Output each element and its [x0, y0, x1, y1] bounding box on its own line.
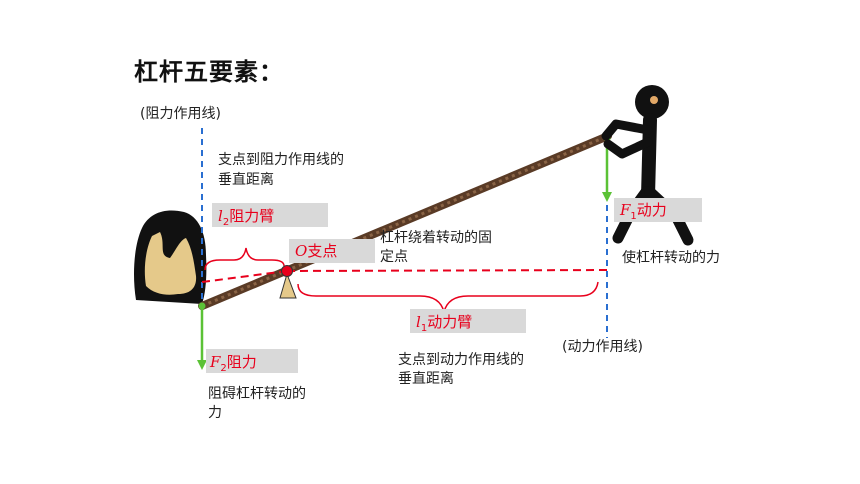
resistance-force-desc-line1: 阻碍杠杆转动的 — [208, 386, 306, 402]
effort-force-label-box — [614, 198, 702, 222]
effort-arm-label-box — [410, 309, 526, 333]
o-text: 支点 — [307, 242, 338, 260]
page-title: 杠杆五要素： — [134, 58, 284, 86]
f2-symbol: F — [210, 353, 221, 371]
f1-symbol: F — [620, 201, 631, 219]
f2-subscript: 2 — [220, 363, 227, 374]
effort-arm-label: l1动力臂 — [416, 312, 472, 339]
l1-symbol: l — [416, 313, 421, 331]
l1-text: 动力臂 — [427, 313, 473, 331]
effort-arm-desc-line1: 支点到动力作用线的 — [398, 352, 524, 368]
l2-text: 阻力臂 — [229, 207, 275, 225]
resistance-arm-label-box — [212, 203, 328, 227]
l2-symbol: l — [218, 207, 223, 225]
effort-force-desc: 使杠杆转动的力 — [622, 250, 720, 266]
resistance-arm-brace — [204, 247, 285, 271]
f1-text: 动力 — [636, 201, 667, 219]
lever-bar — [198, 132, 612, 310]
fulcrum-label: O支点 — [295, 241, 337, 261]
fulcrum-label-box — [289, 239, 375, 263]
effort-arm-desc-line2: 垂直距离 — [398, 371, 454, 387]
rock — [134, 210, 207, 304]
fulcrum-wedge — [279, 272, 297, 299]
resistance-force-desc-line2: 力 — [208, 405, 222, 421]
l1-subscript: 1 — [420, 323, 428, 334]
resistance-force-label: F2阻力 — [210, 352, 257, 379]
effort-line-caption: (动力作用线) — [562, 339, 643, 355]
resistance-arm-desc-line1: 支点到阻力作用线的 — [218, 152, 344, 168]
resistance-arm-label: l2阻力臂 — [218, 206, 274, 233]
fulcrum-desc-line2: 定点 — [380, 249, 408, 265]
l2-subscript: 2 — [222, 217, 230, 228]
effort-force-label: F1动力 — [620, 200, 667, 227]
f1-subscript: 1 — [630, 211, 637, 222]
fulcrum-desc-line1: 杠杆绕着转动的固 — [380, 230, 492, 246]
resistance-line-caption: (阻力作用线) — [140, 106, 221, 122]
f2-text: 阻力 — [226, 353, 257, 371]
effort-arm-brace — [297, 281, 599, 313]
resistance-force-arrow — [197, 302, 207, 370]
o-symbol: O — [295, 242, 308, 260]
effort-arm-line — [286, 269, 608, 272]
resistance-force-label-box — [206, 349, 298, 373]
resistance-arm-desc-line2: 垂直距离 — [218, 172, 274, 188]
fulcrum-point — [281, 265, 293, 277]
resistance-arm-line — [201, 270, 288, 283]
